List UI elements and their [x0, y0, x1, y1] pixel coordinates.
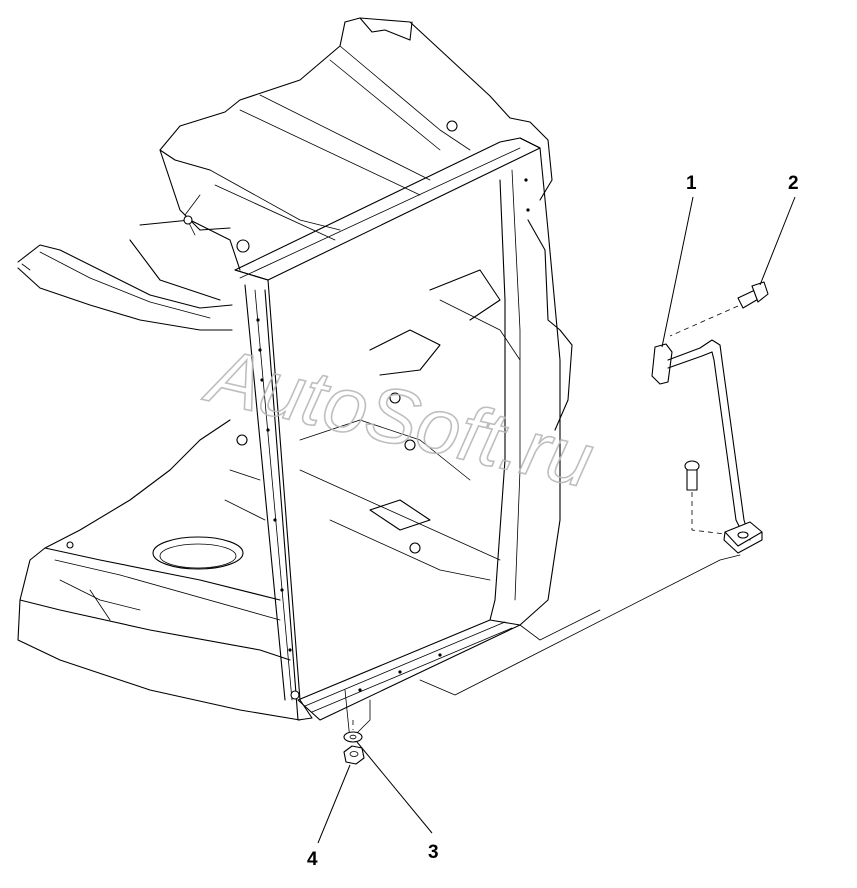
callout-1: 1	[686, 173, 697, 194]
callout-4: 4	[307, 849, 318, 870]
door-frame	[234, 137, 573, 721]
nut-part-4	[343, 745, 365, 765]
washer-part-3	[343, 720, 363, 743]
leader-lines	[317, 196, 796, 844]
callout-3: 3	[428, 842, 439, 863]
bolt	[684, 460, 726, 535]
left-rail	[17, 244, 233, 331]
pin-part-2	[669, 281, 769, 337]
watermark: AutoSoft.ru	[197, 330, 601, 504]
handrail-part-1	[651, 339, 763, 554]
upper-body	[129, 17, 553, 301]
interior	[236, 269, 521, 581]
floor-outline	[344, 554, 741, 741]
callout-2: 2	[788, 173, 799, 194]
lower-body	[17, 419, 301, 721]
